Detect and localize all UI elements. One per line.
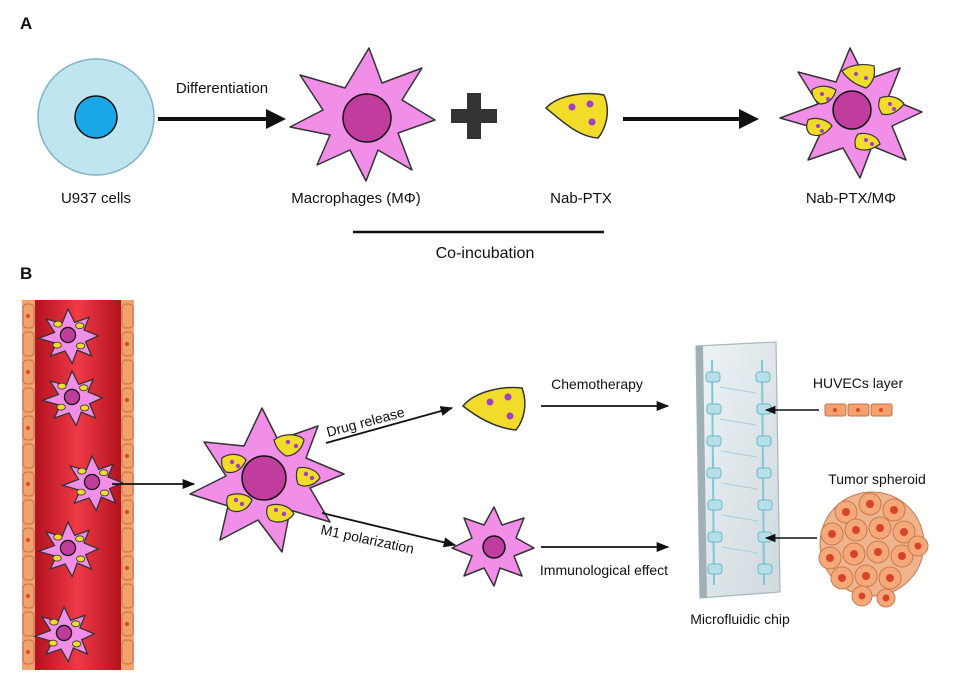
released-nab-ptx — [461, 386, 526, 431]
central-loaded-macrophage — [189, 407, 345, 553]
tumor-nuclei — [826, 500, 922, 602]
m1-polarization-label: M1 polarization — [319, 521, 415, 556]
immunological-effect-label: Immunological effect — [540, 562, 668, 578]
nab-ptx-label: Nab-PTX — [550, 190, 612, 207]
coincubation-label: Co-incubation — [436, 245, 535, 262]
drug-release-arrow — [325, 406, 454, 444]
u937-cell — [37, 58, 155, 176]
tumor-spheroid — [818, 491, 929, 608]
microfluidic-chip-label: Microfluidic chip — [690, 611, 790, 627]
tumor-spheroid-label: Tumor spheroid — [828, 471, 926, 487]
vessel-macrophage — [36, 307, 100, 366]
huvecs-layer-icon — [824, 403, 893, 417]
u937-label: U937 cells — [61, 190, 131, 207]
macrophage-cell — [289, 47, 436, 182]
plus-icon — [451, 93, 497, 139]
macrophages-label: Macrophages (MΦ) — [291, 190, 421, 207]
endothelial-cells-right — [121, 303, 134, 665]
nab-ptx-mphi-label: Nab-PTX/MΦ — [806, 190, 896, 207]
nab-ptx-particle — [544, 92, 609, 139]
vessel-macrophage — [60, 454, 124, 513]
chemotherapy-label: Chemotherapy — [551, 376, 643, 392]
vessel-macrophage — [32, 605, 96, 664]
huvecs-label: HUVECs layer — [813, 375, 904, 391]
m1-polarization-arrow — [321, 512, 457, 548]
m1-macrophage — [451, 506, 535, 587]
nab-ptx-loaded-macrophage — [779, 47, 923, 179]
panel-b-label: B — [20, 264, 32, 283]
vessel-macrophage — [36, 520, 100, 579]
microfluidic-chip — [695, 341, 781, 599]
differentiation-label: Differentiation — [176, 80, 268, 97]
vessel-macrophage — [40, 369, 104, 428]
drug-release-label: Drug release — [325, 404, 407, 440]
panel-a-label: A — [20, 14, 32, 33]
